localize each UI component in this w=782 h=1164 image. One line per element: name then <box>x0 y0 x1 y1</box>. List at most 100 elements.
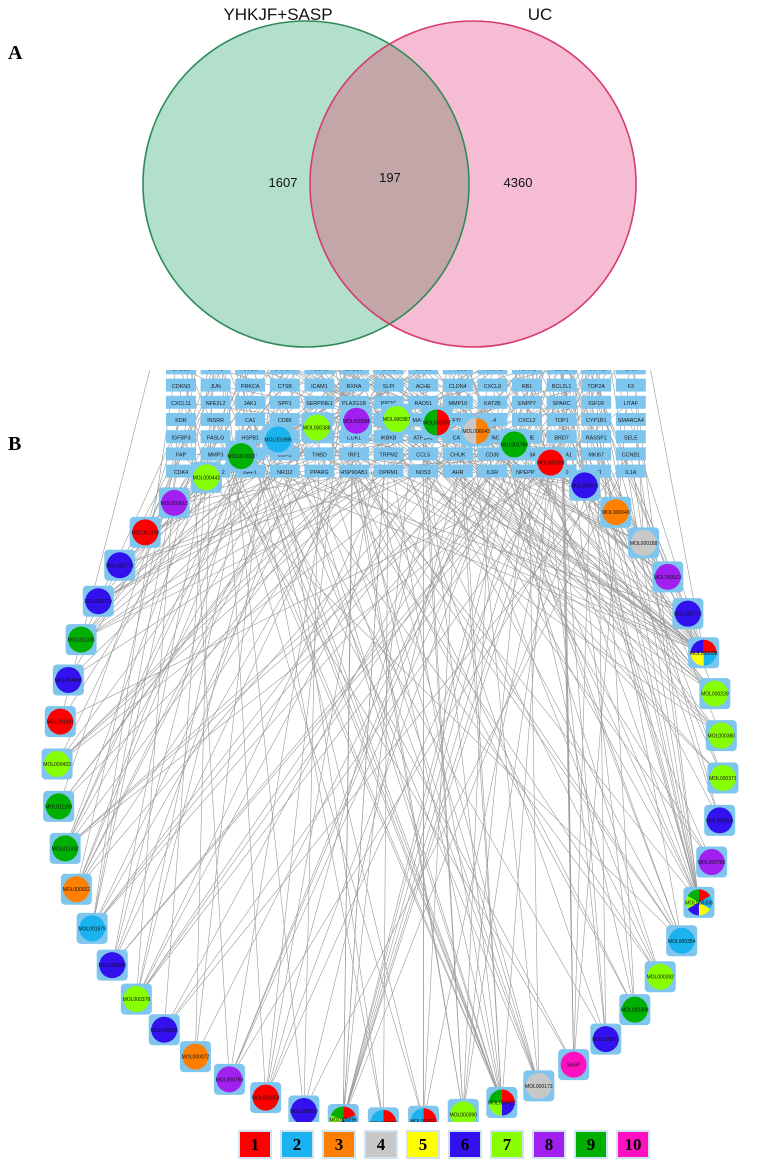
compound-node: MOL011335 <box>65 624 97 656</box>
gene-node: ACHE <box>408 378 439 392</box>
network-edge <box>422 453 682 941</box>
compound-pie-slice <box>290 1098 317 1122</box>
gene-node-box <box>339 447 369 461</box>
gene-node: TOP1 <box>546 413 577 426</box>
gene-node-box <box>339 464 369 478</box>
compound-node-label: MOL000173 <box>525 1084 553 1090</box>
gene-node: INSRR <box>200 413 231 426</box>
network-edge <box>356 370 387 421</box>
compound-pie-slice <box>370 1109 384 1122</box>
compound-node-label: MOL000358 <box>252 1096 280 1102</box>
compound-pie-slice <box>330 1115 344 1122</box>
gene-node: PPARG <box>304 464 335 478</box>
compound-ring: MOL000387MOL000392MOL000043MOL001789MOL0… <box>41 403 739 1122</box>
gene-node-label: CD36 <box>486 453 500 459</box>
gene-node: CLDN4 <box>442 378 473 392</box>
network-edge <box>64 453 286 849</box>
compound-node: MOL000098 <box>340 405 372 437</box>
compound-pie-slice <box>701 680 728 707</box>
network-edge <box>98 470 355 602</box>
network-edge <box>319 370 540 1086</box>
compound-pie-slice <box>79 915 106 942</box>
gene-node-label: TRPM2 <box>379 453 397 459</box>
gene-node: PRKCA <box>235 378 266 392</box>
gene-node-box <box>304 370 335 375</box>
gene-node-box <box>546 413 577 426</box>
network-edge <box>180 402 574 1065</box>
compound-node-label: MOL000433 <box>43 762 71 768</box>
compound-node: MOL000358 <box>250 1082 282 1114</box>
compound-node: MOL000011 <box>408 1105 440 1122</box>
gene-node: BIRC5 <box>408 370 439 375</box>
network-edge <box>250 470 704 654</box>
compound-node-label: MOL000043 <box>462 429 490 435</box>
gene-node-label: INSRR <box>207 418 224 424</box>
gene-node-box <box>373 370 404 375</box>
gene-node: BCL2L1 <box>546 378 577 392</box>
gene-node: CCNB1 <box>615 447 646 461</box>
network-edge <box>60 453 597 722</box>
compound-node-label: MOL001985 <box>264 437 292 443</box>
network-edge <box>595 471 682 941</box>
gene-node-label: PRKCA <box>241 384 260 390</box>
legend-item-10: 10 <box>616 1130 650 1159</box>
gene-node: LCN2 <box>546 370 577 375</box>
gene-node-label: JUN <box>210 384 221 390</box>
gene-node: CAV1 <box>373 370 404 375</box>
gene-node: BAX <box>615 370 646 375</box>
compound-node: MOL000442 <box>190 461 222 493</box>
gene-node-label: RB1 <box>522 384 533 390</box>
compound-pie-slice <box>303 414 330 441</box>
compound-node: MOL000378 <box>120 983 152 1015</box>
network-edge <box>229 370 346 1080</box>
gene-node: RAD51 <box>408 395 439 409</box>
network-edge <box>357 370 704 654</box>
gene-node-label: CDK1 <box>347 435 361 441</box>
network-edge <box>98 419 424 602</box>
gene-node-box <box>339 370 369 375</box>
compound-pie-slice <box>99 952 126 979</box>
network-edge <box>163 419 493 1030</box>
legend-item-2: 2 <box>280 1130 314 1159</box>
compound-pie-slice <box>592 1026 619 1053</box>
network-edge <box>304 370 704 654</box>
compound-node: MOL000371 <box>707 762 739 794</box>
network-edge <box>76 470 355 890</box>
compound-pie-slice <box>47 708 74 735</box>
compound-pie-slice <box>341 1119 346 1122</box>
gene-node: FAP <box>166 447 196 461</box>
gene-node-box <box>546 370 577 375</box>
gene-node-label: IL6R <box>487 470 498 476</box>
compound-node: MOL002308 <box>619 994 651 1026</box>
network-edge <box>462 453 562 1115</box>
network-edge <box>136 370 474 1000</box>
gene-node-label: IGFBP3 <box>171 435 190 441</box>
network-edge <box>353 453 682 941</box>
compound-pie-slice <box>151 1016 178 1043</box>
gene-node-label: LCN2 <box>555 370 569 373</box>
compound-node-label: MOL000049 <box>602 510 630 516</box>
gene-node-label: CXCL8 <box>484 384 501 390</box>
network-edge <box>610 370 700 903</box>
gene-node-label: F3 <box>628 384 634 390</box>
gene-node-box <box>546 430 577 444</box>
gene-node: CCL5 <box>408 447 439 461</box>
compound-node: MOL001610 <box>225 440 257 472</box>
compound-node: MOL011332 <box>49 832 81 864</box>
gene-node: ICAM1 <box>304 378 335 392</box>
compound-pie-slice <box>63 876 90 903</box>
gene-node-box <box>200 447 231 461</box>
compound-node-label: MOL000211 <box>592 1037 619 1043</box>
network-edge <box>249 419 607 1040</box>
venn-set-left-title: YHKJF+SASP <box>223 5 332 24</box>
gene-node: KAT2B <box>477 395 508 409</box>
gene-node-box <box>442 378 473 392</box>
gene-node-box <box>235 430 266 444</box>
compound-node: MOL000392 <box>421 406 453 438</box>
gene-node: JAK1 <box>235 395 266 409</box>
network-edge <box>111 453 355 966</box>
compound-node: MOL000049 <box>600 496 632 528</box>
compound-node-label: MOL002773 <box>674 612 702 618</box>
gene-node-label: CXCL11 <box>171 401 191 407</box>
network-edge <box>303 471 459 1112</box>
